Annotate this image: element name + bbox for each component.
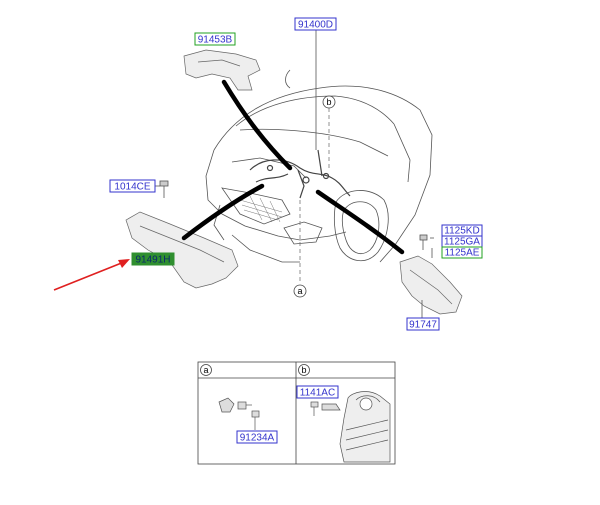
label-1125AE[interactable]: 1125AE xyxy=(441,246,483,259)
label-1125KD-text: 1125KD xyxy=(444,226,479,237)
detail-a-marker-text: a xyxy=(203,365,208,375)
label-1125GA[interactable]: 1125GA xyxy=(441,235,483,248)
label-91491H-text: 91491H xyxy=(135,255,170,266)
callout-a-main-text: a xyxy=(297,286,302,296)
bracket-91747-shape xyxy=(399,255,463,315)
label-91453B-text: 91453B xyxy=(198,35,233,46)
label-91747-text: 91747 xyxy=(409,320,437,331)
label-1125KD[interactable]: 1125KD xyxy=(441,224,483,237)
detail-b-marker-text: b xyxy=(301,365,306,375)
label-91400D[interactable]: 91400D xyxy=(294,17,337,31)
bolt-icon xyxy=(159,180,169,198)
clip-icon xyxy=(218,397,252,413)
grille-pattern xyxy=(239,195,283,223)
wiring-harness xyxy=(249,149,351,199)
label-1014CE-text: 1014CE xyxy=(114,182,150,193)
label-91491H[interactable]: 91491H xyxy=(131,252,175,266)
label-1014CE[interactable]: 1014CE xyxy=(109,179,156,193)
bolt-icon xyxy=(419,234,428,250)
leader-lines xyxy=(155,30,434,318)
label-91400D-text: 91400D xyxy=(298,20,333,31)
detail-b-marker[interactable]: b xyxy=(298,364,310,376)
screw-icon xyxy=(310,401,341,416)
label-91234A-text: 91234A xyxy=(240,433,275,444)
label-91453B[interactable]: 91453B xyxy=(194,32,236,46)
bracket-detail-b-shape xyxy=(339,391,391,463)
callout-b-main-text: b xyxy=(326,97,331,107)
callout-a-main[interactable]: a xyxy=(293,284,307,298)
bracket-91491H-shape xyxy=(125,211,239,289)
label-91234A[interactable]: 91234A xyxy=(236,430,278,444)
label-1141AC[interactable]: 1141AC xyxy=(296,385,339,399)
label-1125AE-text: 1125AE xyxy=(445,248,480,259)
bolt-icon xyxy=(251,410,260,430)
red-arrow-pointer xyxy=(53,259,130,291)
bracket-91453B-shape xyxy=(183,49,261,91)
label-91747[interactable]: 91747 xyxy=(406,317,440,331)
dashed-leaders xyxy=(299,108,330,284)
label-1141AC-text: 1141AC xyxy=(300,388,335,399)
vehicle-front-illustration xyxy=(205,69,433,263)
leader-strokes xyxy=(181,79,405,255)
detail-a-marker[interactable]: a xyxy=(200,364,212,376)
callout-b-main[interactable]: b xyxy=(322,95,336,109)
label-1125GA-text: 1125GA xyxy=(444,237,480,248)
